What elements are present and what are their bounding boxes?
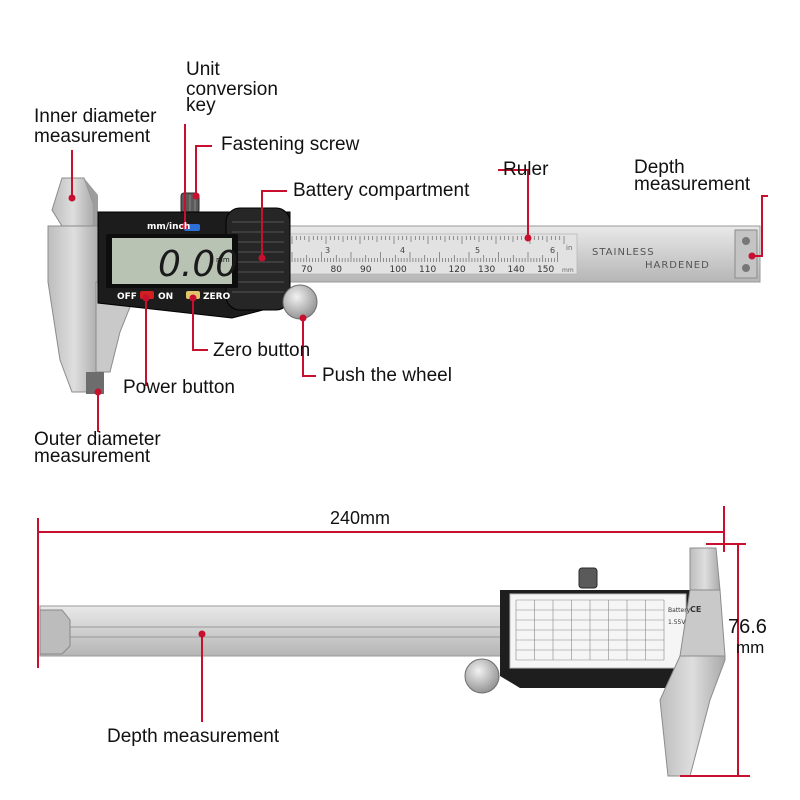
leader-fastening-screw	[196, 146, 212, 196]
label-push-wheel: Push the wheel	[322, 366, 452, 386]
bottom-upper-jaw	[690, 548, 720, 590]
ruler-mm-label: 150	[537, 265, 554, 275]
sticker-battery: Battery	[668, 607, 691, 614]
bottom-push-wheel	[465, 659, 499, 693]
label-unit-conversion: Unit conversion key	[186, 60, 278, 116]
ruler-mm-label: 90	[360, 265, 372, 275]
ruler-mm-label: 110	[419, 265, 436, 275]
display-reading: 0.00	[158, 244, 238, 285]
label-zero-button: Zero button	[213, 341, 310, 361]
ruler-mm-label: 100	[390, 265, 407, 275]
beam-marking-stainless: STAINLESS	[592, 247, 655, 258]
label-depth-bottom: Depth measurement	[107, 727, 279, 747]
depth-rod-end	[40, 610, 70, 654]
label-ruler: Ruler	[503, 160, 548, 180]
label-outer-diameter-line2: measurement	[34, 447, 161, 467]
display-unit: mm	[216, 256, 230, 264]
ruler-mm-label: 120	[449, 265, 466, 275]
label-outer-diameter: Outer diameter measurement	[34, 430, 161, 467]
inch-unit: in	[566, 244, 572, 252]
label-inner-diameter-line2: measurement	[34, 127, 157, 147]
dimension-length: 240mm	[330, 508, 390, 529]
back-sticker	[510, 594, 686, 668]
depth-screw-top	[742, 237, 750, 245]
label-inner-diameter-line1: Inner diameter	[34, 107, 157, 127]
display-off: OFF	[117, 292, 137, 302]
ruler-mm-label: 140	[508, 265, 525, 275]
push-wheel	[283, 285, 317, 319]
sticker-ce: CE	[690, 605, 701, 614]
ruler-inch-label: 3	[325, 246, 330, 255]
depth-screw-bottom	[742, 264, 750, 272]
beam-marking-hardened: HARDENED	[645, 260, 710, 271]
label-battery: Battery compartment	[293, 181, 469, 201]
label-depth-top: Depth measurement	[634, 158, 750, 195]
label-inner-diameter: Inner diameter measurement	[34, 107, 157, 147]
sticker-voltage: 1.55V	[668, 619, 686, 626]
display-zero: ZERO	[203, 292, 231, 302]
ruler-mm-label: 130	[478, 265, 495, 275]
ruler-inch-label: 6	[550, 246, 555, 255]
display-on: ON	[158, 292, 173, 302]
mm-unit: mm	[562, 267, 574, 274]
display-mode-label: mm/inch	[147, 222, 190, 232]
label-power-button: Power button	[123, 378, 235, 398]
ruler-inch-label: 4	[400, 246, 405, 255]
dimension-height-value: 76.6	[728, 616, 767, 639]
label-fastening-screw: Fastening screw	[221, 135, 359, 155]
ruler-mm-label: 80	[331, 265, 343, 275]
label-unit-conversion-line1: Unit	[186, 60, 278, 80]
label-depth-top-line2: measurement	[634, 175, 750, 195]
ruler-inch-label: 5	[475, 246, 480, 255]
dimension-height-unit: mm	[736, 638, 764, 658]
fixed-jaw	[48, 226, 100, 392]
ruler-mm-label: 70	[301, 265, 313, 275]
bottom-fastening-screw	[579, 568, 597, 588]
